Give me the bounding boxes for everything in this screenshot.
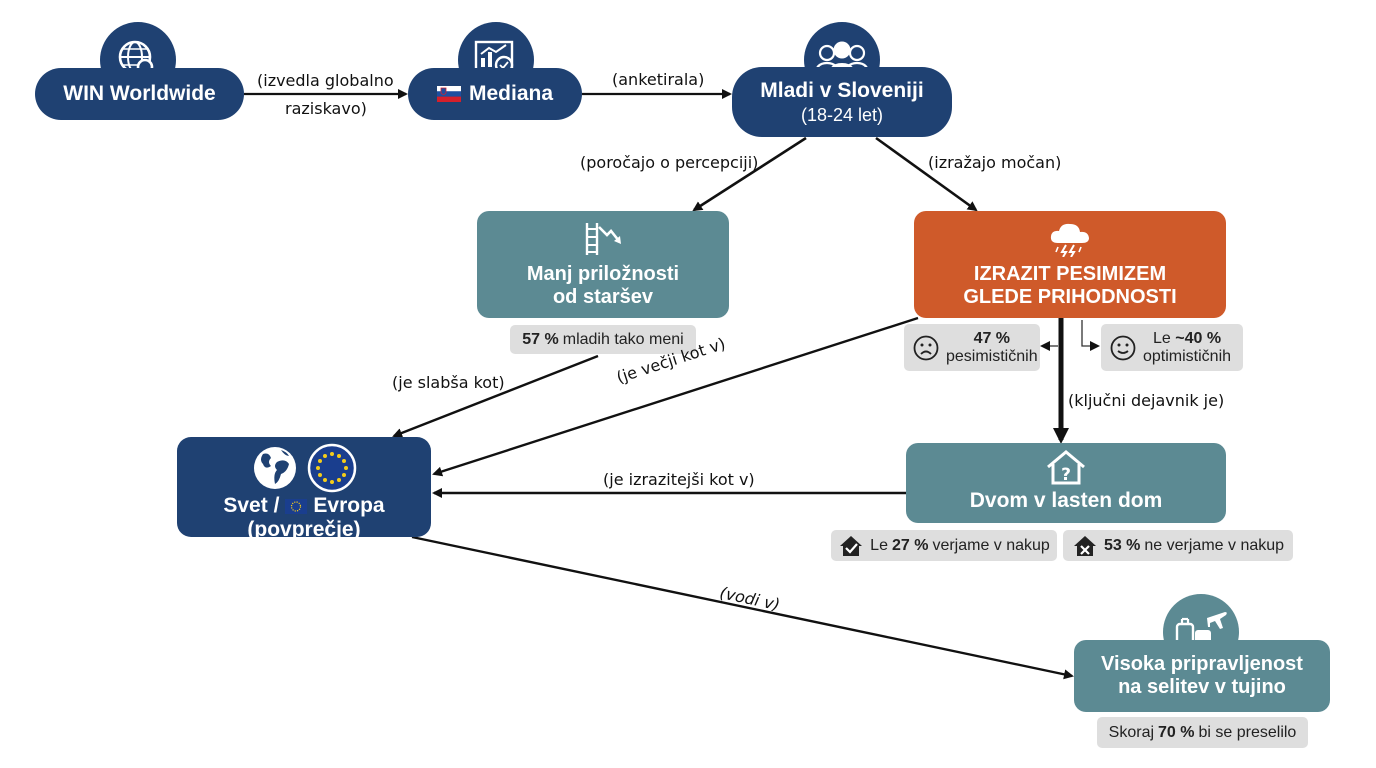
stat-manj-text: mladih tako meni (562, 330, 684, 348)
node-visoka-line2: na selitev v tujino (1118, 676, 1286, 698)
svg-text:?: ? (1061, 465, 1071, 485)
node-mediana: Mediana (408, 68, 582, 120)
house-x-icon (1073, 535, 1096, 556)
house-check-icon (840, 535, 863, 556)
edge-pesimizem-svet (432, 316, 919, 477)
stat-dom-no-text: ne verjame v nakup (1144, 536, 1285, 554)
node-visoka-pripravljenost: Visoka pripravljenost na selitev v tujin… (1074, 640, 1330, 712)
falling-ladder-icon (585, 223, 621, 255)
edge-label-izrazajo: (izražajo močan) (928, 153, 1062, 172)
node-svet-sub: (povprečje) (247, 518, 361, 541)
edge-mladi-pesimizem (875, 136, 978, 212)
stat-opt-text: optimističnih (1143, 347, 1232, 365)
node-manj-priloznosti: Manj priložnosti od staršev (477, 211, 729, 318)
node-mladi-sub: (18-24 let) (800, 104, 884, 125)
stat-dom-yes-pre: Le (870, 536, 888, 554)
connector-opt-stat (1081, 320, 1100, 351)
edge-manj-svet (392, 354, 599, 438)
storm-cloud-icon (1050, 223, 1089, 257)
stat-selitev: Skoraj 70 % bi se preselilo (1097, 717, 1308, 748)
stat-dom-yes-value: 27 % (891, 536, 929, 554)
node-win-worldwide: WIN Worldwide (35, 68, 244, 120)
stat-optimisticnih: Le ~40 % optimističnih (1101, 324, 1243, 371)
node-manj-line1: Manj priložnosti (526, 263, 680, 285)
stat-dom-no: 53 % ne verjame v nakup (1063, 530, 1293, 561)
stat-opt-pre: Le (1152, 329, 1171, 347)
eu-stars-icon (307, 443, 357, 493)
edge-label-izvedla-1: (izvedla globalno (257, 71, 394, 90)
eu-flag-icon (285, 498, 308, 514)
slovenia-flag-icon (436, 86, 461, 102)
stat-selitev-value: 70 % (1158, 723, 1195, 741)
neutral-face-icon (1110, 335, 1136, 360)
edge-svet-visoka (411, 535, 1074, 680)
node-dvom-v-lasten-dom: ? Dvom v lasten dom (906, 443, 1226, 523)
node-izrazit-pesimizem: IZRAZIT PESIMIZEM GLEDE PRIHODNOSTI (914, 211, 1226, 318)
globe-icon (254, 447, 296, 489)
stat-pesimisticnih: 47 % pesimističnih (904, 324, 1040, 371)
node-pesimizem-line2: GLEDE PRIHODNOSTI (963, 286, 1177, 308)
node-svet-post: Evropa (313, 494, 385, 517)
node-mladi-v-sloveniji: Mladi v Sloveniji (18-24 let) (732, 67, 952, 137)
node-manj-line2: od staršev (552, 286, 654, 308)
sad-face-icon (913, 335, 939, 360)
edge-label-izvedla-2: raziskavo) (285, 99, 367, 118)
stat-dom-yes: Le 27 % verjame v nakup (831, 530, 1057, 561)
node-svet-evropa: Svet / Evropa (povprečje) (177, 437, 431, 541)
stat-pes-value: 47 % (973, 329, 1011, 347)
stat-opt-value: ~40 % (1175, 329, 1222, 347)
stat-dom-yes-text: verjame v nakup (932, 536, 1050, 554)
node-win-label: WIN Worldwide (63, 82, 216, 105)
edge-label-slabsa: (je slabša kot) (392, 373, 505, 392)
node-mediana-label: Mediana (468, 82, 554, 105)
node-dvom-label: Dvom v lasten dom (969, 489, 1163, 512)
edge-label-izrazitejsi: (je izrazitejši kot v) (603, 470, 755, 489)
node-visoka-line1: Visoka pripravljenost (1101, 653, 1303, 675)
stat-dom-no-value: 53 % (1103, 536, 1141, 554)
node-pesimizem-line1: IZRAZIT PESIMIZEM (973, 263, 1167, 285)
house-question-icon: ? (1047, 450, 1085, 485)
edge-label-porocajo: (poročajo o percepciji) (580, 153, 759, 172)
edge-label-kljucni: (ključni dejavnik je) (1068, 391, 1225, 410)
node-svet-pre: Svet / (223, 494, 280, 517)
stat-selitev-text: bi se preselilo (1198, 723, 1297, 741)
stat-pes-text: pesimističnih (946, 347, 1038, 365)
edge-mladi-manj (692, 136, 807, 212)
stat-manj-value: 57 % (522, 330, 559, 348)
edge-label-anketirala: (anketirala) (612, 70, 705, 89)
stat-selitev-pre: Skoraj (1108, 723, 1155, 741)
node-mladi-title: Mladi v Sloveniji (760, 78, 924, 102)
stat-manj: 57 % mladih tako meni (510, 325, 696, 354)
